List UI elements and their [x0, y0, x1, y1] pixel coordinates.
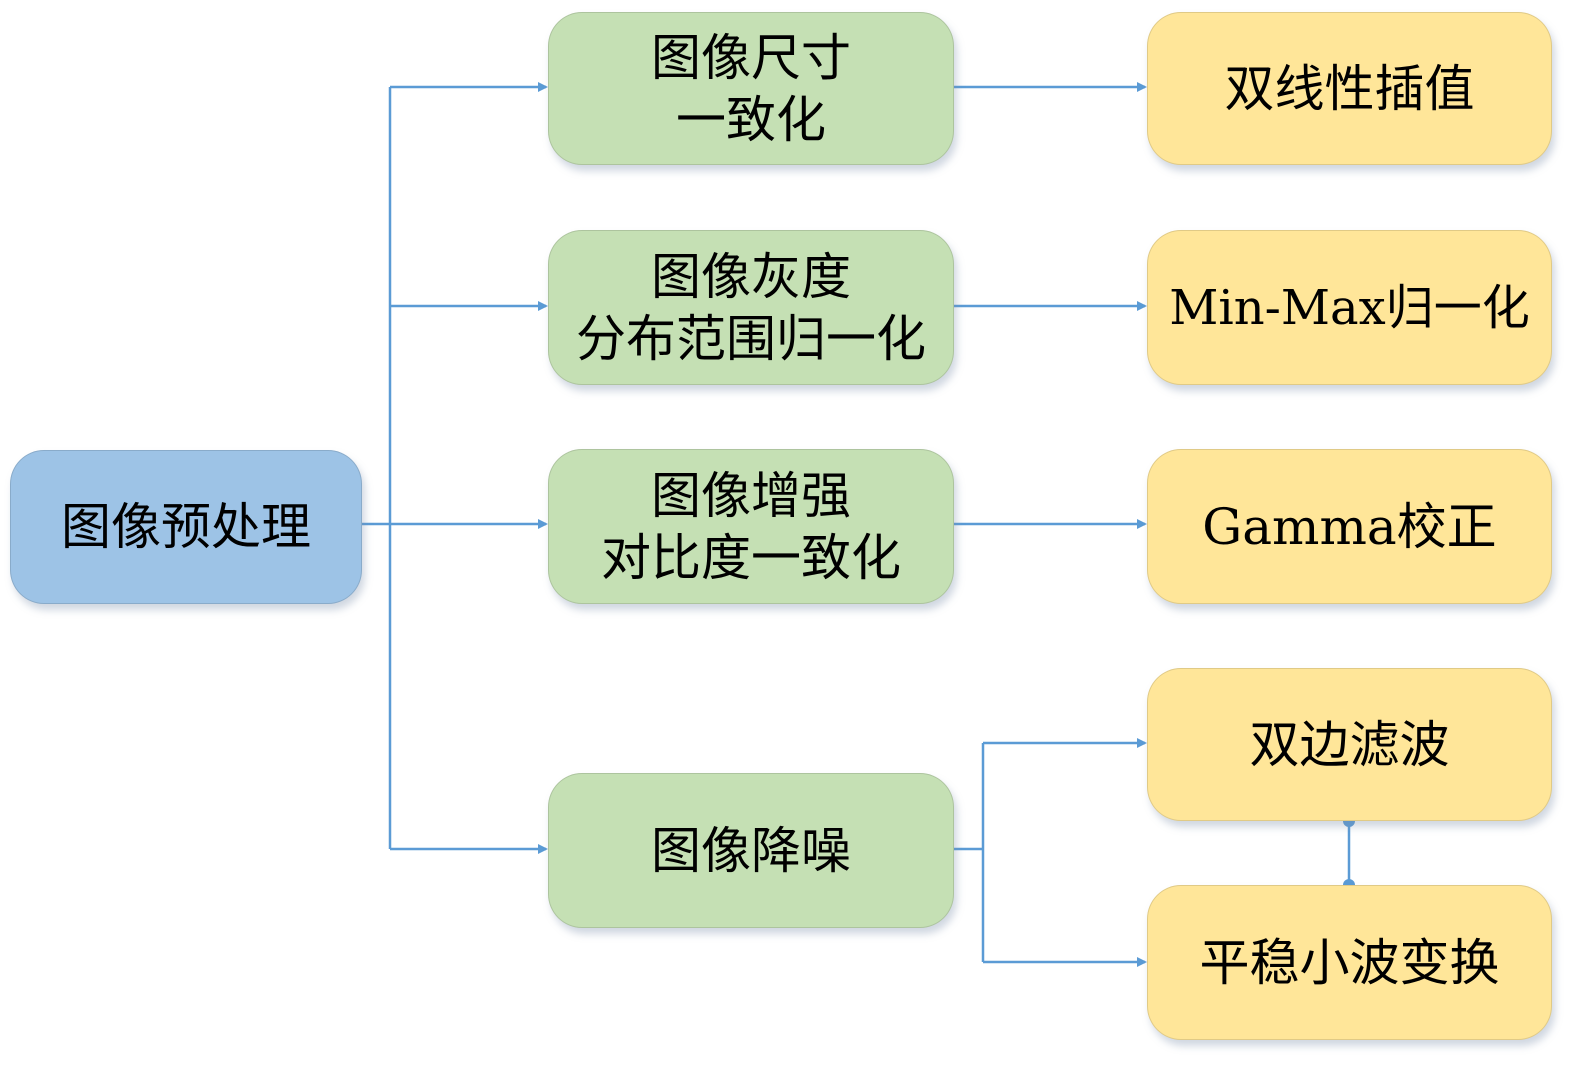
method-label: 双边滤波 — [1249, 715, 1450, 774]
step-label-line: 图像增强 — [651, 466, 851, 525]
step-node-enhancement: 图像增强 对比度一致化 — [548, 449, 954, 604]
step-label-line: 图像降噪 — [651, 821, 851, 880]
root-node: 图像预处理 — [10, 450, 362, 604]
root-label: 图像预处理 — [61, 498, 311, 556]
method-node-gamma: Gamma校正 — [1147, 449, 1552, 604]
step-label-line: 一致化 — [676, 90, 826, 149]
step-label-line: 对比度一致化 — [601, 528, 901, 587]
method-label: Gamma校正 — [1202, 497, 1497, 556]
method-label: 双线性插值 — [1224, 59, 1475, 118]
method-label: 平稳小波变换 — [1199, 933, 1500, 992]
step-label-line: 图像灰度 — [651, 247, 851, 306]
step-node-gray-normalization: 图像灰度 分布范围归一化 — [548, 230, 954, 385]
step-label-line: 分布范围归一化 — [576, 309, 926, 368]
step-label-line: 图像尺寸 — [651, 28, 851, 87]
method-node-swt: 平稳小波变换 — [1147, 885, 1552, 1040]
step-node-size: 图像尺寸 一致化 — [548, 12, 954, 165]
step-node-denoise: 图像降噪 — [548, 773, 954, 928]
method-label: Min-Max归一化 — [1169, 279, 1530, 336]
method-node-bilinear: 双线性插值 — [1147, 12, 1552, 165]
method-node-minmax: Min-Max归一化 — [1147, 230, 1552, 385]
method-node-bilateral: 双边滤波 — [1147, 668, 1552, 821]
